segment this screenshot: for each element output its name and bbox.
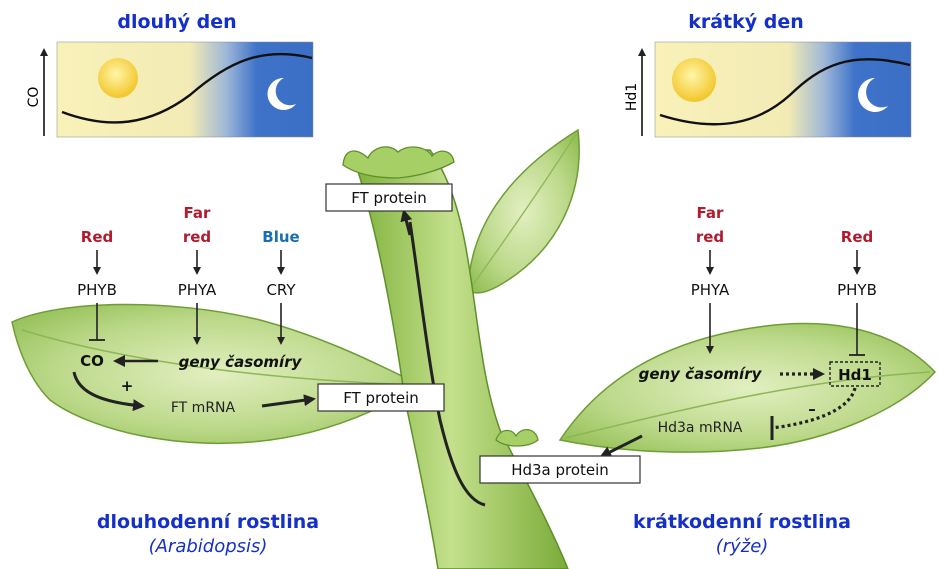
left-light-red: Red: [81, 228, 113, 246]
leaf-ft-protein-label: FT protein: [343, 389, 419, 407]
receptor-cry: CRY: [266, 281, 296, 299]
co-label: CO: [80, 352, 104, 370]
apex-ft-protein-label: FT protein: [351, 189, 427, 207]
short-day-title: krátký den: [688, 11, 804, 33]
left-light-far-red: red: [183, 228, 211, 246]
minus-sign: –: [808, 400, 816, 418]
right-clock-genes: geny časomíry: [639, 365, 763, 383]
right-caption-sub: (rýže): [716, 536, 769, 557]
receptor-phyb-right: PHYB: [837, 281, 877, 299]
long-day-title: dlouhý den: [117, 11, 236, 33]
hd1-axis-label: Hd1: [624, 83, 640, 111]
right-light-far: Far: [697, 204, 724, 222]
left-caption-sub: (Arabidopsis): [149, 536, 268, 557]
left-clock-genes: geny časomíry: [179, 353, 303, 371]
receptor-phyb: PHYB: [77, 281, 117, 299]
right-light-far-red: red: [696, 228, 724, 246]
left-light-blue: Blue: [262, 228, 299, 246]
receptor-phya-right: PHYA: [691, 281, 730, 299]
long-day-panel: dlouhý den CO: [26, 11, 313, 137]
hd3a-mrna-label: Hd3a mRNA: [658, 420, 743, 436]
co-axis-label: CO: [26, 87, 42, 108]
right-leaf: [560, 324, 935, 453]
left-light-far: Far: [184, 204, 211, 222]
right-light-red: Red: [841, 228, 873, 246]
apex-ft-protein: FT protein: [326, 184, 452, 211]
sun-icon: [672, 58, 716, 102]
axillary-bud: [496, 430, 538, 446]
ft-mrna-label: FT mRNA: [171, 400, 236, 416]
hd1-label: Hd1: [838, 366, 872, 384]
short-day-panel: krátký den Hd1: [624, 11, 911, 137]
right-caption-title: krátkodenní rostlina: [633, 511, 851, 533]
hd3a-protein-label: Hd3a protein: [511, 461, 609, 479]
left-caption-title: dlouhodenní rostlina: [97, 511, 319, 533]
plus-sign: +: [121, 377, 134, 395]
receptor-phya: PHYA: [178, 281, 217, 299]
plant-illustration: [12, 130, 935, 569]
sun-icon: [98, 58, 138, 98]
